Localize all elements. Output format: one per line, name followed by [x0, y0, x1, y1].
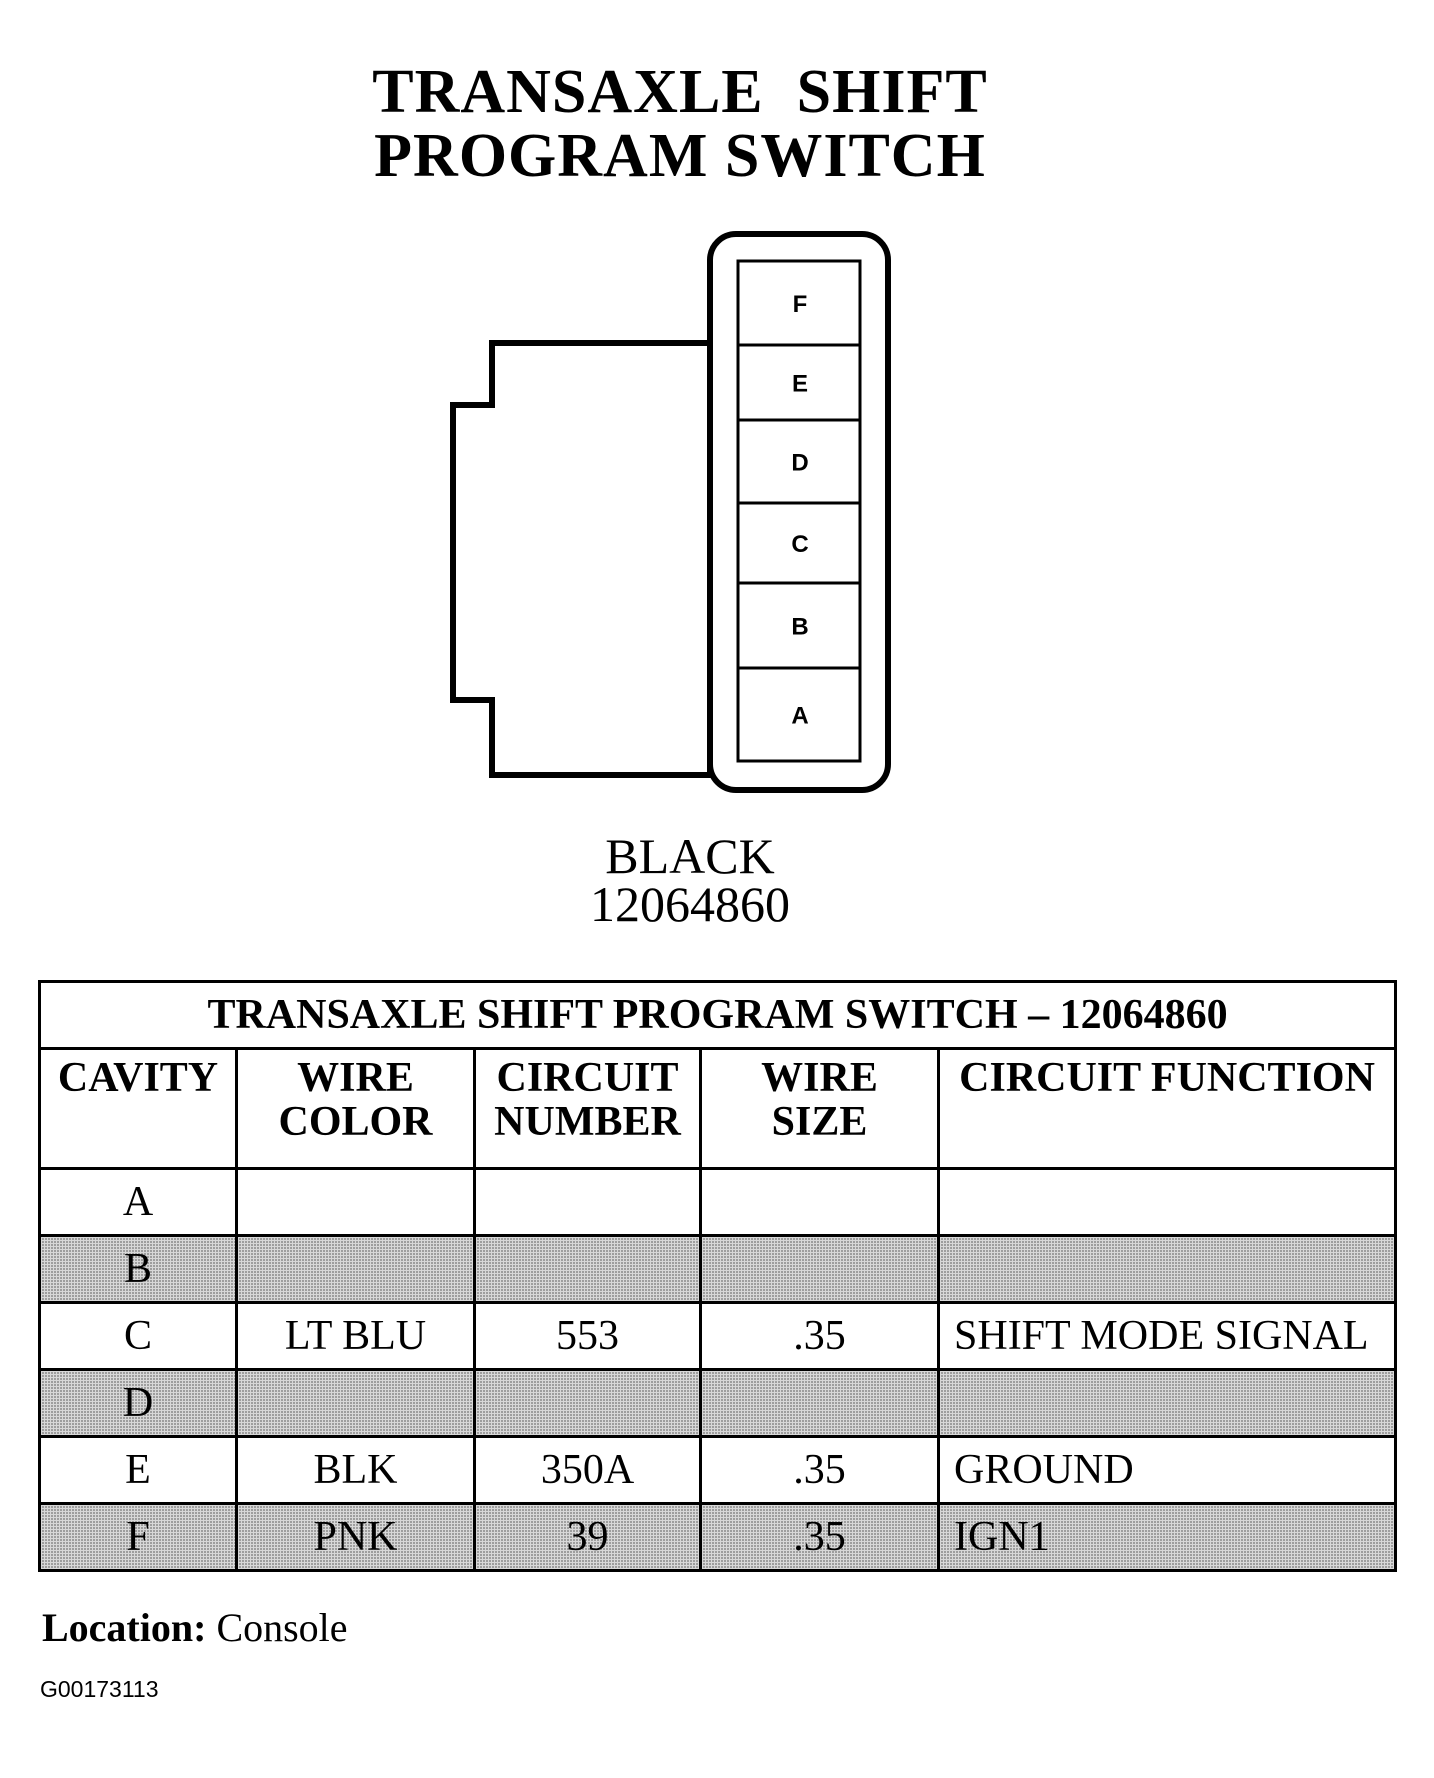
cell-cavity: A: [38, 1167, 238, 1237]
cell-wire-color: [235, 1368, 476, 1438]
cell-wire-size: .35: [699, 1502, 940, 1572]
diagram-title: TRANSAXLE SHIFT PROGRAM SWITCH: [300, 60, 1060, 188]
cell-wire-color: LT BLU: [235, 1301, 476, 1371]
cavity-label-c: C: [791, 531, 808, 558]
location-note: Location: Console: [42, 1606, 348, 1650]
cell-wire-color: [235, 1234, 476, 1304]
cavity-label-e: E: [792, 371, 808, 398]
cell-circuit-function: [936, 1234, 1398, 1304]
connector-part-number: 12064860: [590, 876, 790, 932]
cell-circuit-function: [936, 1167, 1398, 1237]
cell-wire-size: .35: [699, 1435, 940, 1505]
cell-cavity: D: [38, 1368, 238, 1438]
cell-wire-size: [699, 1368, 940, 1438]
location-value: Console: [216, 1605, 348, 1650]
cell-cavity: E: [38, 1435, 238, 1505]
table-row: D: [38, 1368, 1398, 1438]
cell-wire-color: BLK: [235, 1435, 476, 1505]
cavity-label-a: A: [791, 703, 808, 730]
pinout-table: TRANSAXLE SHIFT PROGRAM SWITCH – 1206486…: [37, 980, 1398, 1572]
header-cavity: CAVITY: [38, 1047, 238, 1170]
table-row: B: [38, 1234, 1398, 1304]
cell-circuit-number: 350A: [473, 1435, 702, 1505]
cell-wire-color: [235, 1167, 476, 1237]
cell-cavity: F: [38, 1502, 238, 1572]
table-row: A: [38, 1167, 1398, 1237]
cell-circuit-function: SHIFT MODE SIGNAL: [936, 1301, 1398, 1371]
connector-color: BLACK: [605, 828, 775, 884]
cavity-column: [736, 259, 862, 763]
cell-circuit-function: [936, 1368, 1398, 1438]
cell-circuit-function: GROUND: [936, 1435, 1398, 1505]
figure-id: G00173113: [40, 1676, 159, 1702]
cell-circuit-number: 39: [473, 1502, 702, 1572]
header-circuit-function: CIRCUIT FUNCTION: [936, 1047, 1398, 1170]
cavity-label-d: D: [791, 450, 808, 477]
title-line-2: PROGRAM SWITCH: [374, 122, 986, 190]
cell-circuit-number: [473, 1368, 702, 1438]
connector-body: [450, 340, 713, 778]
cell-circuit-number: [473, 1234, 702, 1304]
connector-label: BLACK 12064860: [500, 828, 880, 932]
cell-circuit-number: [473, 1167, 702, 1237]
cell-cavity: B: [38, 1234, 238, 1304]
cell-circuit-number: 553: [473, 1301, 702, 1371]
cavity-label-b: B: [791, 614, 808, 641]
cell-wire-size: [699, 1167, 940, 1237]
cell-wire-color: PNK: [235, 1502, 476, 1572]
table-row: C LT BLU 553 .35 SHIFT MODE SIGNAL: [38, 1301, 1398, 1371]
location-label: Location:: [42, 1605, 207, 1650]
cell-wire-size: .35: [699, 1301, 940, 1371]
cell-wire-size: [699, 1234, 940, 1304]
cavity-label-f: F: [793, 291, 808, 318]
cell-circuit-function: IGN1: [936, 1502, 1398, 1572]
cell-cavity: C: [38, 1301, 238, 1371]
table-caption-row: TRANSAXLE SHIFT PROGRAM SWITCH – 1206486…: [37, 980, 1398, 1050]
connector-diagram: F E D C B A: [450, 231, 891, 793]
table-row: E BLK 350A .35 GROUND: [38, 1435, 1398, 1505]
table-row: F PNK 39 .35 IGN1: [38, 1502, 1398, 1572]
table-caption: TRANSAXLE SHIFT PROGRAM SWITCH – 1206486…: [37, 980, 1398, 1050]
title-line-1: TRANSAXLE SHIFT: [372, 58, 988, 126]
